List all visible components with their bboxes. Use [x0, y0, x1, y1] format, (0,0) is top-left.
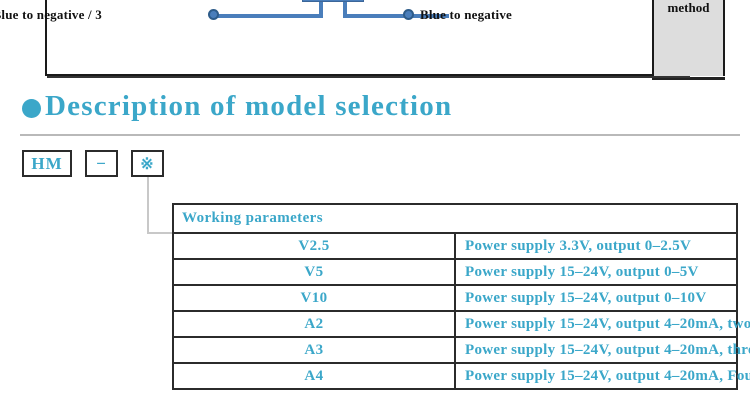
wire-drop-right — [343, 2, 347, 18]
table-header-working-parameters: Working parameters — [172, 203, 738, 234]
heading-divider — [20, 134, 740, 136]
wire-blue-to-negative — [343, 14, 449, 18]
wiring-diagram-panel: Type White output negative Blue to negat… — [0, 0, 725, 80]
table-cell-code: V5 — [172, 258, 456, 286]
model-code-connector-vertical — [147, 177, 149, 233]
node-dot-blue-to-negative — [403, 9, 414, 20]
table-cell-description: Power supply 15–24V, output 0–10V — [454, 284, 738, 312]
wire-drop-left — [319, 2, 323, 18]
method-column-cell: method — [652, 0, 725, 80]
filled-circle-bullet-icon — [22, 99, 41, 118]
model-code-box-dash: − — [85, 150, 118, 177]
table-cell-description: Power supply 3.3V, output 0–2.5V — [454, 232, 738, 260]
wire-blue-to-negative-3 — [212, 14, 323, 18]
method-column-label: method — [667, 0, 710, 15]
model-code-connector-horizontal — [147, 232, 173, 234]
model-code-box-prefix: HM — [22, 150, 72, 177]
page-title: Description of model selection — [45, 90, 453, 122]
wire-label-blue-to-negative-3: Blue to negative / 3 — [0, 7, 102, 22]
model-code-box-variable: ※ — [131, 150, 164, 177]
node-dot-blue-to-negative-3 — [208, 9, 219, 20]
table-header-row: Working parameters — [172, 203, 738, 234]
table-cell-code: V2.5 — [172, 232, 456, 260]
table-cell-description: Power supply 15–24V, output 0–5V — [454, 258, 738, 286]
section-heading: Description of model selection — [22, 92, 452, 121]
table-cell-code: A3 — [172, 336, 456, 364]
sensor-device-box: Type — [302, 0, 364, 2]
table-cell-description: Power supply 15–24V, output 4–20mA, thre… — [454, 336, 750, 364]
wire-label-blue-to-negative: Blue to negative — [420, 7, 513, 22]
table-cell-code: A4 — [172, 362, 456, 390]
table-cell-description: Power supply 15–24V, output 4–20mA, two … — [454, 310, 750, 338]
table-cell-description: Power supply 15–24V, output 4–20mA, Four… — [454, 362, 750, 390]
table-cell-code: V10 — [172, 284, 456, 312]
table-cell-code: A2 — [172, 310, 456, 338]
